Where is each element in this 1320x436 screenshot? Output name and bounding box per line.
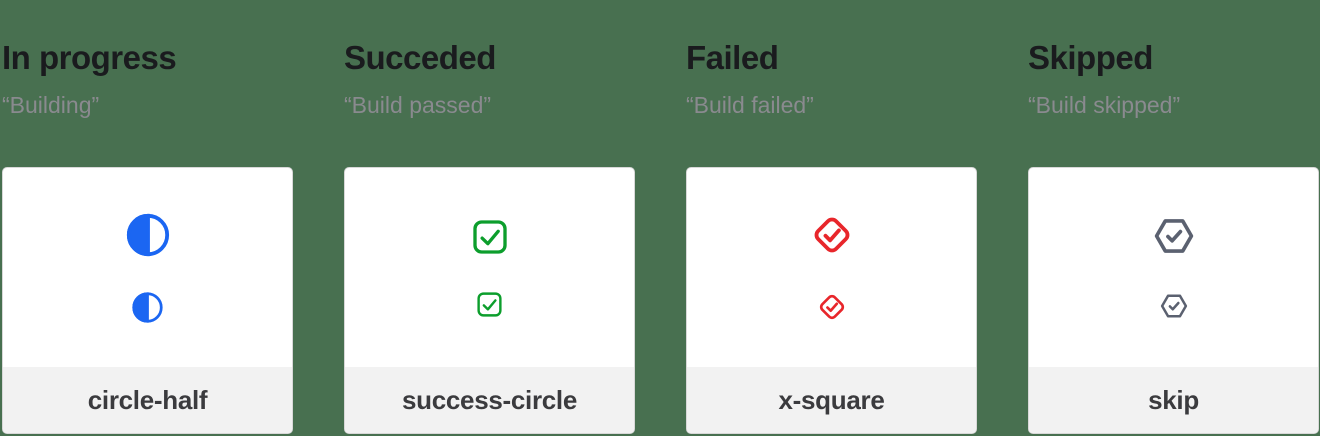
status-subtitle: “Build passed” — [344, 92, 492, 118]
icon-name-footer: circle-half — [3, 367, 292, 433]
icon-name-label: circle-half — [87, 384, 208, 415]
status-title: Failed — [686, 39, 779, 76]
icon-preview-area — [3, 168, 292, 367]
circle-half-icon — [131, 291, 164, 324]
status-subtitle: “Building” — [2, 92, 100, 118]
icon-preview-area — [687, 168, 976, 367]
icon-card: skip — [1028, 167, 1319, 434]
status-column-failed: Failed “Build failed” x-square — [686, 0, 977, 434]
icon-name-label: skip — [1148, 384, 1199, 415]
diamond-check-icon — [809, 212, 855, 258]
status-title: Skipped — [1028, 39, 1153, 76]
icon-preview-area — [1029, 168, 1318, 367]
diamond-check-icon — [816, 291, 848, 323]
circle-half-icon — [125, 212, 171, 258]
icon-card: x-square — [686, 167, 977, 434]
icon-name-label: success-circle — [401, 384, 578, 415]
hexagon-check-icon — [1152, 214, 1196, 258]
square-check-icon — [475, 290, 504, 319]
hexagon-check-icon — [1159, 291, 1189, 321]
status-title: In progress — [2, 39, 177, 76]
status-column-skipped: Skipped “Build skipped” skip — [1028, 0, 1319, 434]
icon-name-label: x-square — [778, 384, 885, 415]
status-title: Succeded — [344, 39, 496, 76]
square-check-icon — [470, 217, 510, 257]
status-column-in-progress: In progress “Building” circle- — [2, 0, 293, 434]
icon-card: success-circle — [344, 167, 635, 434]
status-column-succeded: Succeded “Build passed” succes — [344, 0, 635, 434]
icon-preview-area — [345, 168, 634, 367]
icon-name-footer: skip — [1029, 367, 1318, 433]
icon-card: circle-half — [2, 167, 293, 434]
status-subtitle: “Build failed” — [686, 92, 814, 118]
icon-name-footer: x-square — [687, 367, 976, 433]
icon-name-footer: success-circle — [345, 367, 634, 433]
status-subtitle: “Build skipped” — [1028, 92, 1181, 118]
